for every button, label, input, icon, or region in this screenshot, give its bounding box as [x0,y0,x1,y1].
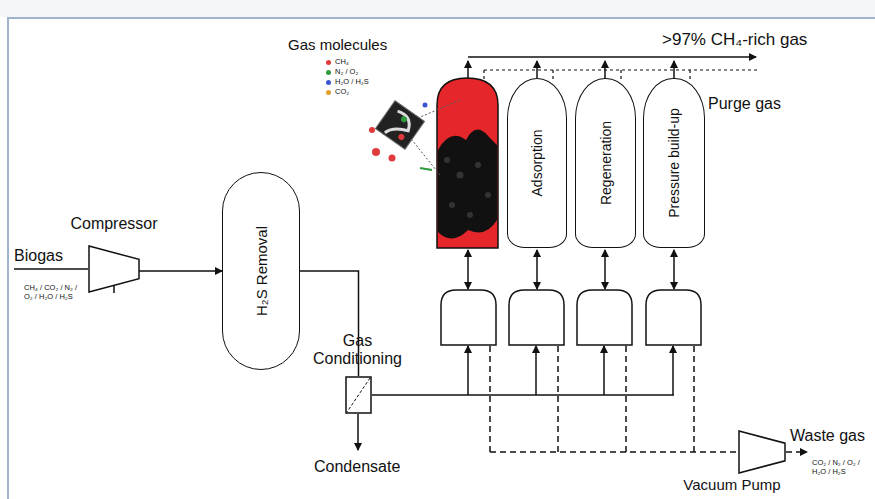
trapezoid-shape [88,245,140,293]
legend-row: N₂ / O₂ [326,68,358,77]
legend-text: CO₂ [335,87,349,96]
legend-row: H₂O / H₂S [326,78,369,87]
node-label: Adsorption [529,130,545,197]
filter-outline [346,377,371,413]
legend-text: H₂O / H₂S [335,77,369,86]
text-label: CO₂ / N₂ / O₂ / H₂O / H₂S [812,459,868,476]
legend-text: CH₄ [335,57,349,66]
legend-row: CO₂ [326,88,349,97]
node-label: H₂S Removal [253,226,270,316]
vessel-column: Pressure build-up [643,78,705,248]
legend-swatch [326,70,331,75]
compressor-symbol: Vacuum Pump [738,430,786,474]
node-label: Vacuum Pump [676,476,788,493]
filter-membrane [347,378,370,412]
trapezoid-outline [739,431,785,473]
vessel-column: H₂S Removal [222,172,300,370]
node-label: Regeneration [598,121,614,205]
vessel-column: Adsorption [507,78,567,248]
legend-row: CH₄ [326,58,349,67]
legend-swatch [326,60,331,65]
text-label: CH₄ / CO₂ / N₂ / O₂ / H₂O / H₂S [24,284,86,301]
legend-text: N₂ / O₂ [335,67,358,76]
trapezoid-outline [89,246,139,292]
legend-swatch [326,90,331,95]
text-label: Gas molecules [288,36,387,53]
text-label: Purge gas [708,95,781,113]
filter-symbol: Gas Conditioning [345,376,372,414]
legend-swatch [326,80,331,85]
node-label: Compressor [54,215,174,233]
node-label: Gas Conditioning [305,332,410,369]
text-label: >97% CH₄-rich gas [662,30,807,50]
filter-shape [345,376,372,414]
text-label: Biogas [14,247,63,265]
text-label: Waste gas [790,427,865,445]
compressor-symbol: Compressor [88,245,140,293]
trapezoid-shape [738,430,786,474]
vessel-column: Regeneration [575,78,636,248]
node-label: Pressure build-up [666,108,682,218]
text-label: Condensate [314,458,400,476]
